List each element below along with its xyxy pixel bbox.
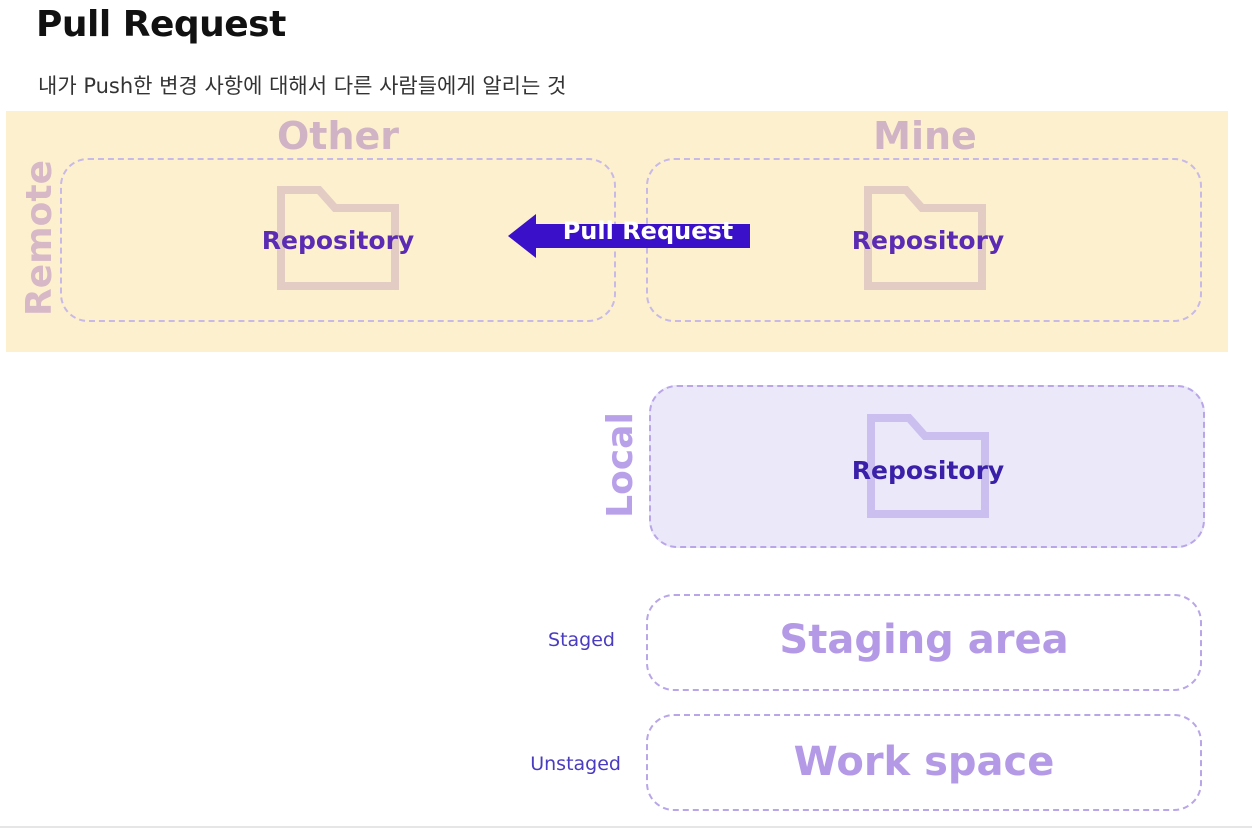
local-repository-label: Repository — [851, 456, 1005, 485]
other-label: Other — [276, 114, 400, 158]
work-space-label: Work space — [793, 739, 1055, 785]
mine-repository-label: Repository — [851, 226, 1005, 255]
unstaged-label: Unstaged — [530, 753, 621, 775]
page-subtitle: 내가 Push한 변경 사항에 대해서 다른 사람들에게 알리는 것 — [38, 74, 567, 98]
local-label: Local — [600, 412, 641, 518]
staging-area-label: Staging area — [779, 617, 1069, 663]
arrow-left-icon — [508, 214, 750, 258]
page-title: Pull Request — [36, 4, 286, 45]
other-repository-label: Repository — [261, 226, 415, 255]
divider — [0, 826, 1252, 828]
mine-label: Mine — [873, 114, 977, 158]
pull-request-arrow-label: Pull Request — [562, 217, 734, 245]
work-space-box — [646, 714, 1202, 811]
folder-icon — [277, 186, 399, 290]
folder-icon — [864, 186, 986, 290]
remote-label: Remote — [19, 160, 60, 317]
staging-area-box — [646, 594, 1202, 691]
local-box — [649, 385, 1205, 548]
staged-label: Staged — [548, 629, 615, 651]
folder-icon — [867, 414, 989, 518]
